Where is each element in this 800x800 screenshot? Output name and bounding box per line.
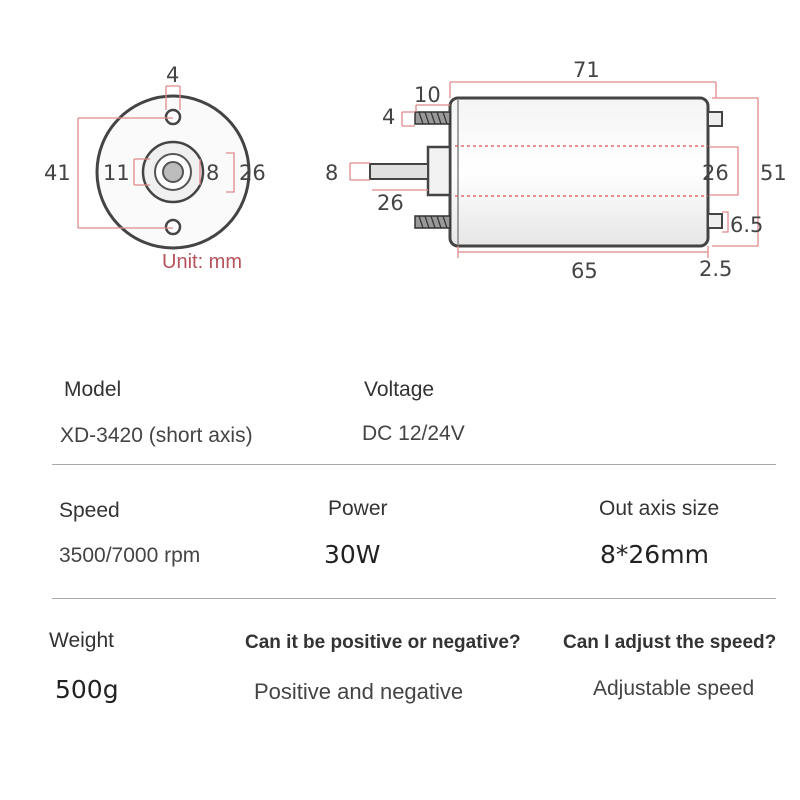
rear-terminal-top (707, 111, 723, 127)
front-bottom-hole (164, 218, 182, 236)
front-boss-dim: 11 (103, 161, 130, 185)
side-body-length: 65 (571, 259, 598, 283)
side-shaft-dim: 8 (325, 161, 338, 185)
model-value: XD-3420 (short axis) (60, 424, 253, 447)
side-shaft (369, 163, 429, 180)
voltage-value: DC 12/24V (362, 422, 465, 445)
speed-adjust-label: Can I adjust the speed? (563, 632, 777, 653)
motor-dimension-drawing: 4 41 11 8 26 (44, 58, 787, 283)
speed-adjust-value: Adjustable speed (593, 677, 755, 700)
side-stud-offset: 10 (414, 83, 441, 107)
voltage-label: Voltage (364, 378, 435, 401)
side-view: 71 10 4 8 26 26 51 6.5 65 2.5 (325, 58, 787, 283)
side-total-length: 71 (573, 58, 600, 82)
front-shaft (162, 161, 184, 183)
front-shaft-dim: 8 (206, 161, 219, 185)
front-hole-dim: 4 (166, 63, 179, 87)
out-axis-label: Out axis size (599, 497, 720, 520)
side-terminal-dim: 6.5 (730, 213, 763, 237)
out-axis-value: 8*26mm (600, 540, 709, 569)
polarity-value: Positive and negative (254, 679, 464, 704)
front-top-hole (164, 108, 182, 126)
side-terminal-offset: 2.5 (699, 257, 732, 281)
weight-value: 500g (55, 675, 119, 704)
power-value: 30W (324, 540, 381, 569)
weight-label: Weight (49, 629, 114, 652)
front-inner-dim: 26 (239, 161, 266, 185)
divider-1 (52, 464, 776, 465)
side-stud-dim: 4 (382, 105, 395, 129)
side-body-dia: 51 (760, 161, 787, 185)
side-shaft-length: 26 (377, 191, 404, 215)
side-boss (426, 145, 452, 197)
front-view: 4 41 11 8 26 (44, 63, 266, 250)
model-label: Model (64, 378, 122, 401)
unit-label: Unit: mm (162, 251, 242, 273)
mount-stud-top (414, 111, 451, 125)
polarity-label: Can it be positive or negative? (245, 632, 521, 653)
front-outer-dim: 41 (44, 161, 71, 185)
side-boss-dim: 26 (702, 161, 729, 185)
speed-value: 3500/7000 rpm (59, 544, 201, 567)
motor-body (448, 96, 710, 248)
mount-stud-bottom (414, 215, 451, 229)
speed-label: Speed (59, 499, 120, 522)
divider-2 (52, 598, 776, 599)
power-label: Power (328, 497, 388, 520)
rear-terminal-bottom (707, 213, 723, 229)
